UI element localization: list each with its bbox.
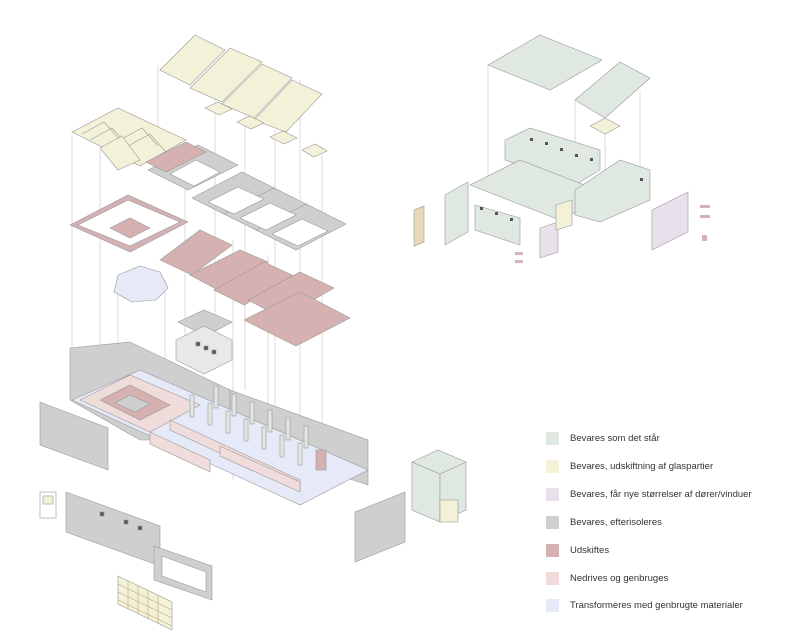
small-details bbox=[515, 205, 710, 263]
legend-swatch bbox=[546, 515, 559, 529]
sawtooth-roof bbox=[71, 107, 187, 171]
left-side-wall bbox=[444, 181, 469, 246]
door-piece bbox=[413, 205, 425, 247]
legend-item-replace: Udskiftes bbox=[546, 542, 609, 558]
glass-block-wall bbox=[117, 575, 173, 631]
legend-swatch bbox=[546, 459, 559, 473]
glass-door bbox=[555, 199, 573, 231]
legend-item-transform: Transformeres med genbrugte materialer bbox=[546, 597, 743, 613]
roof-slab bbox=[487, 34, 603, 91]
left-building-exploded bbox=[39, 34, 467, 631]
legend-label: Nedrives og genbruges bbox=[570, 572, 669, 584]
legend-label: Transformeres med genbrugte materialer bbox=[570, 599, 743, 611]
legend-swatch bbox=[546, 598, 559, 612]
legend-item-demolish: Nedrives og genbruges bbox=[546, 570, 668, 586]
replace-slabs bbox=[145, 141, 351, 347]
legend-item-insulate: Bevares, efterisoleres bbox=[546, 514, 662, 530]
legend-label: Bevares, får nye størrelser af dører/vin… bbox=[570, 488, 752, 500]
legend-swatch bbox=[546, 487, 559, 501]
main-block bbox=[469, 127, 651, 246]
octagon-slab bbox=[113, 265, 169, 303]
slab-holes bbox=[169, 159, 329, 247]
green-tower bbox=[411, 449, 467, 523]
roof-slab-small bbox=[574, 61, 651, 119]
legend-label: Bevares som det står bbox=[570, 432, 660, 444]
legend-swatch bbox=[546, 543, 559, 557]
right-end-wall bbox=[354, 491, 406, 563]
legend-item-preserve: Bevares som det står bbox=[546, 430, 660, 446]
legend-swatch bbox=[546, 431, 559, 445]
legend-label: Udskiftes bbox=[570, 544, 610, 556]
legend-item-glass: Bevares, udskiftning af glaspartier bbox=[546, 458, 713, 474]
resize-panel-right bbox=[651, 191, 689, 251]
skylight bbox=[589, 117, 621, 135]
front-lower-frame bbox=[153, 545, 213, 601]
legend-label: Bevares, udskiftning af glaspartier bbox=[570, 460, 714, 472]
column-grid bbox=[189, 385, 309, 466]
glass-roof-strips bbox=[159, 34, 328, 158]
right-block-windows bbox=[480, 138, 643, 221]
left-end-wall bbox=[39, 401, 109, 471]
right-building-exploded bbox=[413, 34, 710, 263]
window-element bbox=[39, 491, 57, 519]
legend-label: Bevares, efterisoleres bbox=[570, 516, 662, 528]
upper-box bbox=[175, 309, 233, 375]
resize-panel-left bbox=[539, 221, 559, 259]
frame-outline bbox=[69, 194, 189, 253]
legend-swatch bbox=[546, 571, 559, 585]
main-ground-volume bbox=[69, 341, 369, 506]
legend-item-resize: Bevares, får nye størrelser af dører/vin… bbox=[546, 486, 752, 502]
